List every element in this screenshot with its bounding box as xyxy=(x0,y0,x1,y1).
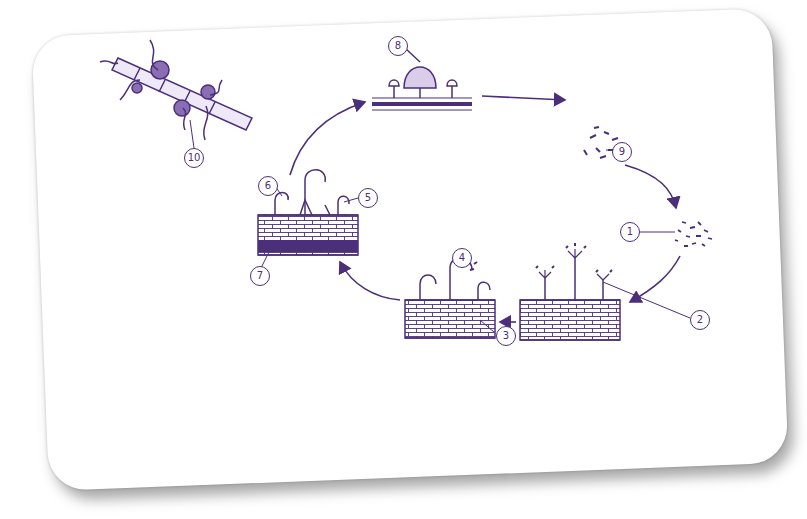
fruiting-body-drawing xyxy=(372,48,472,110)
callout-circle: 4 xyxy=(452,248,472,268)
hypha-drawing xyxy=(100,40,252,140)
callout-circle: 3 xyxy=(496,326,516,346)
callout-circle: 2 xyxy=(690,310,710,330)
callout-circle: 5 xyxy=(358,188,378,208)
callout-number: 8 xyxy=(395,41,401,51)
callout-number: 7 xyxy=(257,271,263,281)
callout-circle: 6 xyxy=(258,176,278,196)
callout-number: 1 xyxy=(627,227,633,237)
leader-lines xyxy=(190,48,690,332)
callout-number: 2 xyxy=(697,315,703,325)
callout-number: 9 xyxy=(619,147,625,157)
callout-number: 6 xyxy=(265,181,271,191)
ascogonium-drawing xyxy=(258,170,358,255)
cycle-arrows xyxy=(290,96,680,322)
callout-circle: 1 xyxy=(620,222,640,242)
callout-circle: 8 xyxy=(388,36,408,56)
spore-mass-drawing xyxy=(675,222,712,246)
hooked-hyphae-drawing xyxy=(405,258,495,338)
callout-number: 10 xyxy=(188,153,201,163)
callout-number: 4 xyxy=(459,253,465,263)
conidiophore-drawing xyxy=(520,243,620,340)
callout-number: 5 xyxy=(365,193,371,203)
callout-circle: 10 xyxy=(184,148,204,168)
callout-circle: 9 xyxy=(612,142,632,162)
callout-circle: 7 xyxy=(250,266,270,286)
callout-number: 3 xyxy=(503,331,509,341)
